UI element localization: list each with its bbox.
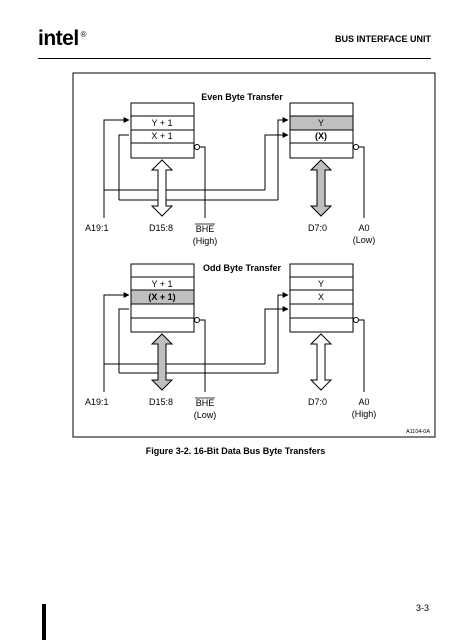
odd-left-bank: Y + 1 (X + 1) (130, 263, 195, 333)
even-a0-state: (Low) (353, 235, 376, 245)
header-rule (38, 58, 431, 59)
even-left-row-2: X + 1 (151, 131, 172, 141)
even-addr-label: A19:1 (85, 223, 109, 233)
odd-a0-label: A0 (358, 397, 369, 407)
even-transfer-panel: Even Byte Transfer Y + 1 X + 1 Y (X) (85, 92, 375, 246)
even-right-bank: Y (X) (289, 102, 354, 159)
even-transfer-title: Even Byte Transfer (201, 92, 283, 102)
even-left-bank: Y + 1 X + 1 (130, 102, 195, 159)
odd-address-lines (103, 292, 289, 392)
even-selected-byte (289, 115, 354, 131)
odd-enable-lines (194, 317, 365, 392)
even-low-data-label: D7:0 (308, 223, 327, 233)
even-right-row-1: Y (318, 118, 324, 128)
figure-frame (72, 72, 436, 438)
odd-right-bank: Y X (289, 263, 354, 333)
odd-low-bus-arrow (309, 333, 333, 391)
intel-logo: intel® (38, 27, 87, 51)
odd-left-row-2: (X + 1) (148, 292, 175, 302)
even-address-lines (103, 117, 289, 218)
odd-transfer-title: Odd Byte Transfer (203, 263, 282, 273)
odd-transfer-panel: Odd Byte Transfer Y + 1 (X + 1) Y X (85, 263, 376, 420)
odd-right-row-1: Y (318, 279, 324, 289)
change-bar (42, 604, 46, 640)
odd-right-row-2: X (318, 292, 324, 302)
odd-addr-label: A19:1 (85, 397, 109, 407)
odd-left-row-1: Y + 1 (151, 279, 172, 289)
figure-caption: Figure 3-2. 16-Bit Data Bus Byte Transfe… (145, 446, 326, 456)
even-high-data-label: D15:8 (149, 223, 173, 233)
section-title: BUS INTERFACE UNIT (334, 34, 431, 44)
even-enable-lines (194, 144, 365, 218)
figure-id: A1104-0A (406, 429, 430, 435)
odd-selected-byte (130, 289, 195, 305)
even-right-row-2: (X) (315, 131, 327, 141)
even-a0-label: A0 (358, 223, 369, 233)
odd-a0-state: (High) (352, 409, 377, 419)
even-low-bus-arrow-active (309, 159, 333, 217)
odd-bhe-state: (Low) (194, 410, 217, 420)
odd-bhe-label: BHE (196, 398, 215, 408)
registered-mark: ® (80, 30, 87, 39)
page-number: 3-3 (415, 603, 429, 613)
odd-high-data-label: D15:8 (149, 397, 173, 407)
odd-high-bus-arrow-active (150, 333, 174, 391)
even-high-bus-arrow (150, 159, 174, 217)
even-bhe-label: BHE (196, 224, 215, 234)
logo-text: intel (38, 27, 79, 50)
even-left-row-1: Y + 1 (151, 118, 172, 128)
even-bhe-state: (High) (193, 236, 218, 246)
odd-low-data-label: D7:0 (308, 397, 327, 407)
